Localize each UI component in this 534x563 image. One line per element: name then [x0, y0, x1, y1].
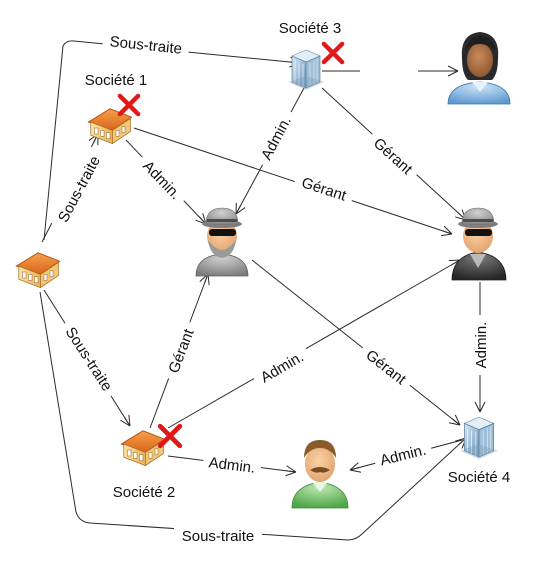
node-label: Société 1 — [85, 72, 148, 89]
edge-sx-s4 — [39, 291, 467, 541]
node-societe-left[interactable] — [15, 252, 61, 289]
cross-icon — [160, 426, 180, 446]
label-admin: Admin. — [473, 322, 490, 369]
label-admin: Admin. — [258, 114, 295, 163]
node-societe-1[interactable]: Société 1 — [85, 72, 148, 145]
node-societe-3[interactable]: Société 3 — [279, 20, 342, 90]
spy-avatar-icon — [451, 207, 507, 281]
building-icon — [15, 252, 61, 289]
office-tower-icon — [287, 49, 325, 90]
label-sous-traite: Sous-traite — [182, 528, 255, 545]
node-label: Société 4 — [448, 469, 511, 486]
edge-label-s2-spyright: Admin. — [251, 343, 313, 391]
edge-label-s2-man: Admin. — [201, 451, 263, 479]
edge-label-s4-man: Admin. — [372, 438, 434, 472]
person-spy-right[interactable] — [451, 207, 507, 281]
edge-spymid-s4 — [251, 259, 461, 426]
cross-icon — [120, 96, 138, 114]
edge-s1-spyright — [133, 127, 453, 237]
edge-label-sx-s4: Sous-traite — [174, 525, 262, 547]
edge-sx-s3 — [43, 40, 301, 241]
label-gerant: Gérant — [165, 326, 198, 376]
label-admin: Admin. — [139, 158, 184, 203]
edge-label-spymid-s4: Gérant — [356, 340, 416, 394]
spy-avatar-icon — [195, 207, 249, 277]
node-societe-2[interactable]: Société 2 — [113, 426, 180, 501]
edge-label-spyright-s4: Admin. — [471, 315, 491, 375]
cross-icon — [324, 44, 342, 62]
building-icon — [87, 108, 133, 145]
person-spy-middle[interactable] — [195, 207, 249, 277]
person-man-bottom[interactable] — [291, 440, 349, 509]
label-sous-traite: Sous-traite — [62, 324, 116, 394]
edge-label-s3-spymid: Admin. — [253, 106, 299, 170]
building-icon — [120, 430, 166, 467]
label-gerant: Gérant — [370, 135, 416, 179]
node-label: Société 2 — [113, 484, 176, 501]
edge-label-s3-woman — [360, 61, 418, 81]
edge-label-s1-spyright: Gérant — [292, 170, 356, 208]
edge-label-s1-spymid: Admin. — [133, 151, 191, 209]
label-sous-traite: Sous-traite — [55, 153, 104, 225]
edge-s2-spyright — [167, 259, 461, 429]
node-label: Société 3 — [279, 20, 342, 37]
mustache-man-avatar-icon — [291, 440, 349, 509]
person-woman[interactable] — [447, 32, 511, 105]
edge-label-sx-s2: Sous-traite — [56, 316, 122, 402]
edge-label-sx-s1: Sous-traite — [49, 145, 109, 233]
edge-label-sx-s3: Sous-traite — [102, 28, 190, 60]
label-admin: Admin. — [208, 454, 256, 477]
edge-label-s2-spymid: Gérant — [160, 319, 202, 383]
node-societe-4[interactable]: Société 4 — [448, 416, 511, 486]
woman-avatar-icon — [447, 32, 511, 105]
office-tower-icon — [459, 416, 499, 460]
edge-label-s3-spyright: Gérant — [364, 128, 422, 184]
